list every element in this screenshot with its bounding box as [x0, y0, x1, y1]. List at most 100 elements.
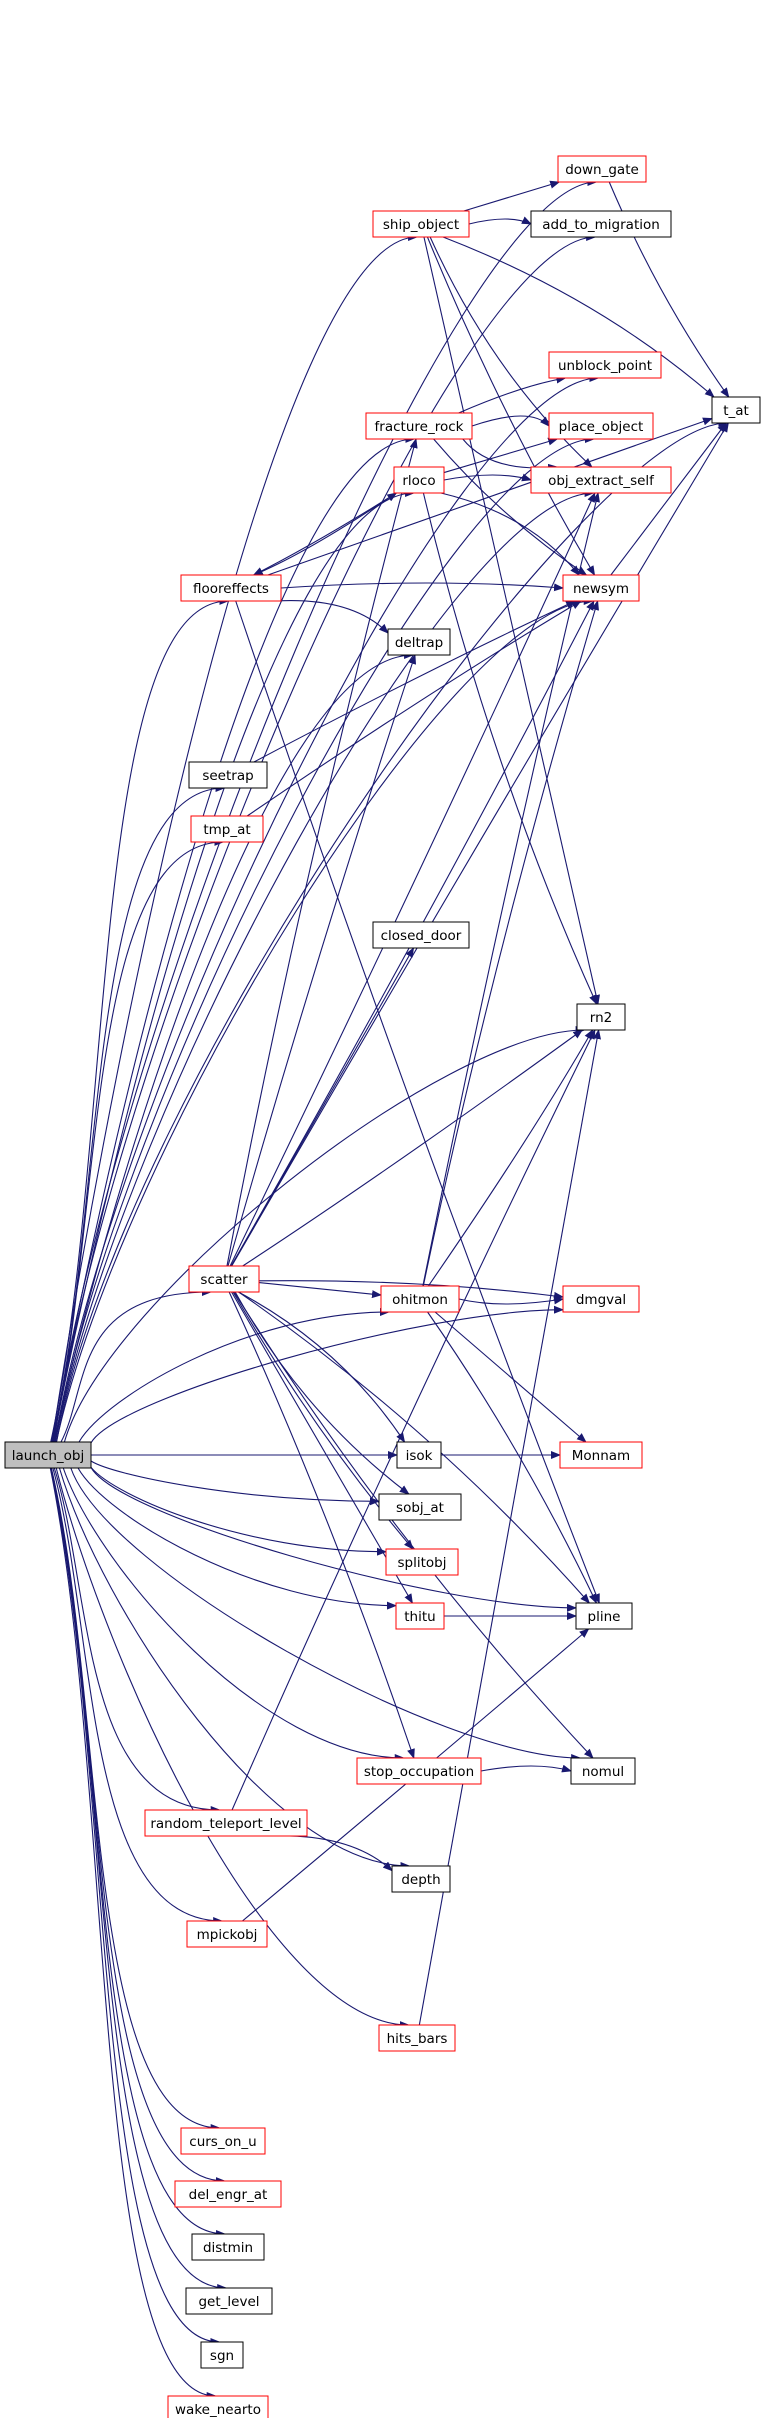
node-ship_object[interactable]: ship_object	[372, 210, 470, 238]
edge-launch_obj-to-random_teleport_level	[53, 1467, 221, 1814]
edge-scatter-to-pline	[238, 1291, 591, 1604]
node-box	[190, 815, 264, 843]
node-label: seetrap	[202, 768, 253, 784]
node-mpickobj[interactable]: mpickobj	[186, 1920, 268, 1948]
node-newsym[interactable]: newsym	[562, 574, 640, 602]
edge-ohitmon-to-obj_extract_self	[422, 492, 600, 1287]
node-box	[562, 574, 640, 602]
edge-ohitmon-to-dmgval	[458, 1296, 564, 1305]
edge-launch_obj-to-fracture_rock	[52, 435, 416, 1443]
edge-launch_obj-to-thitu	[77, 1467, 397, 1610]
node-deltrap: deltrap	[387, 628, 451, 656]
edge-scatter-to-fracture_rock	[226, 438, 418, 1267]
node-dmgval[interactable]: dmgval	[562, 1285, 640, 1313]
edge-stop_occupation-to-nomul	[480, 1764, 572, 1773]
edge-launch_obj-to-dmgval	[90, 1305, 564, 1444]
node-label: sobj_at	[396, 1500, 444, 1516]
node-label: add_to_migration	[542, 217, 660, 233]
node-ohitmon[interactable]: ohitmon	[380, 1285, 460, 1313]
edge-scatter-to-deltrap	[227, 654, 417, 1267]
node-box	[548, 351, 662, 379]
node-label: ohitmon	[392, 1292, 448, 1308]
node-place_object[interactable]: place_object	[548, 412, 654, 440]
node-label: mpickobj	[197, 1927, 258, 1943]
node-stop_occupation[interactable]: stop_occupation	[356, 1757, 482, 1785]
edge-launch_obj-to-mpickobj	[52, 1467, 224, 1925]
edge-launch_obj-to-seetrap	[50, 784, 226, 1443]
node-curs_on_u[interactable]: curs_on_u	[180, 2127, 266, 2155]
node-box	[378, 2024, 456, 2052]
edge-flooreffects-to-deltrap	[276, 600, 389, 634]
node-unblock_point[interactable]: unblock_point	[548, 351, 662, 379]
node-tmp_at[interactable]: tmp_at	[190, 815, 264, 843]
node-label: thitu	[404, 1609, 435, 1625]
node-wake_nearto[interactable]: wake_nearto	[167, 2395, 269, 2418]
node-label: scatter	[200, 1272, 248, 1288]
node-box	[167, 2395, 269, 2418]
node-rloco[interactable]: rloco	[393, 466, 445, 494]
node-box	[191, 2233, 265, 2261]
edge-launch_obj-to-flooreffects	[50, 597, 230, 1443]
node-label: rloco	[402, 473, 435, 489]
edge-ship_object-to-obj_extract_self	[429, 236, 593, 468]
edge-launch_obj-to-obj_extract_self	[54, 489, 595, 1443]
edge-scatter-to-rn2	[242, 1029, 584, 1267]
edge-flooreffects-to-t_at	[267, 417, 713, 576]
node-box	[380, 1285, 460, 1313]
edge-launch_obj-to-pline	[90, 1467, 577, 1612]
node-label: newsym	[573, 581, 629, 597]
node-label: deltrap	[395, 635, 443, 651]
node-label: random_teleport_level	[150, 1816, 301, 1832]
node-box	[575, 1602, 633, 1630]
node-box	[396, 1441, 442, 1469]
edge-launch_obj-to-t_at	[56, 419, 729, 1443]
node-box	[562, 1285, 640, 1313]
node-pline: pline	[575, 1602, 633, 1630]
node-label: place_object	[559, 419, 644, 435]
node-box	[372, 210, 470, 238]
edge-ohitmon-to-Monnam	[434, 1311, 587, 1443]
edge-flooreffects-to-pline	[235, 600, 600, 1604]
node-box	[385, 1548, 459, 1576]
edge-ohitmon-to-pline	[427, 1311, 597, 1604]
node-box	[530, 466, 672, 494]
node-flooreffects[interactable]: flooreffects	[180, 574, 282, 602]
node-label: ship_object	[383, 217, 459, 233]
edge-scatter-to-stop_occupation	[228, 1291, 415, 1759]
node-label: pline	[588, 1609, 621, 1625]
edge-scatter-to-ohitmon	[258, 1282, 382, 1299]
node-label: dmgval	[576, 1292, 626, 1308]
edge-launch_obj-to-ohitmon	[78, 1308, 390, 1443]
node-label: curs_on_u	[189, 2134, 256, 2150]
node-fracture_rock[interactable]: fracture_rock	[365, 412, 473, 440]
node-closed_door: closed_door	[372, 921, 470, 949]
edge-launch_obj-to-get_level	[50, 1467, 228, 2292]
node-obj_extract_self[interactable]: obj_extract_self	[530, 466, 672, 494]
edge-seetrap-to-newsym	[253, 600, 576, 763]
edge-random_teleport_level-to-depth	[271, 1835, 393, 1872]
edge-fracture_rock-to-place_object	[471, 415, 550, 427]
node-random_teleport_level[interactable]: random_teleport_level	[144, 1809, 308, 1837]
node-label: depth	[401, 1872, 440, 1888]
node-down_gate[interactable]: down_gate	[557, 155, 647, 183]
node-scatter[interactable]: scatter	[188, 1265, 260, 1293]
edge-random_teleport_level-to-rn2	[231, 1029, 596, 1811]
edge-tmp_at-to-newsym	[246, 600, 582, 817]
node-label: closed_door	[381, 928, 462, 944]
node-hits_bars[interactable]: hits_bars	[378, 2024, 456, 2052]
node-thitu[interactable]: thitu	[395, 1602, 445, 1630]
node-del_engr_at[interactable]: del_engr_at	[174, 2180, 282, 2208]
node-box	[356, 1757, 482, 1785]
node-depth: depth	[391, 1865, 451, 1893]
node-splitobj[interactable]: splitobj	[385, 1548, 459, 1576]
node-label: Monnam	[572, 1448, 630, 1464]
edge-flooreffects-to-newsym	[280, 582, 564, 592]
node-label: stop_occupation	[364, 1764, 474, 1780]
edge-launch_obj-to-add_to_migration	[53, 233, 597, 1443]
edge-ship_object-to-add_to_migration	[468, 216, 532, 225]
node-Monnam[interactable]: Monnam	[559, 1441, 643, 1469]
node-box	[548, 412, 654, 440]
node-box	[188, 1265, 260, 1293]
edge-launch_obj-to-deltrap	[53, 651, 415, 1443]
